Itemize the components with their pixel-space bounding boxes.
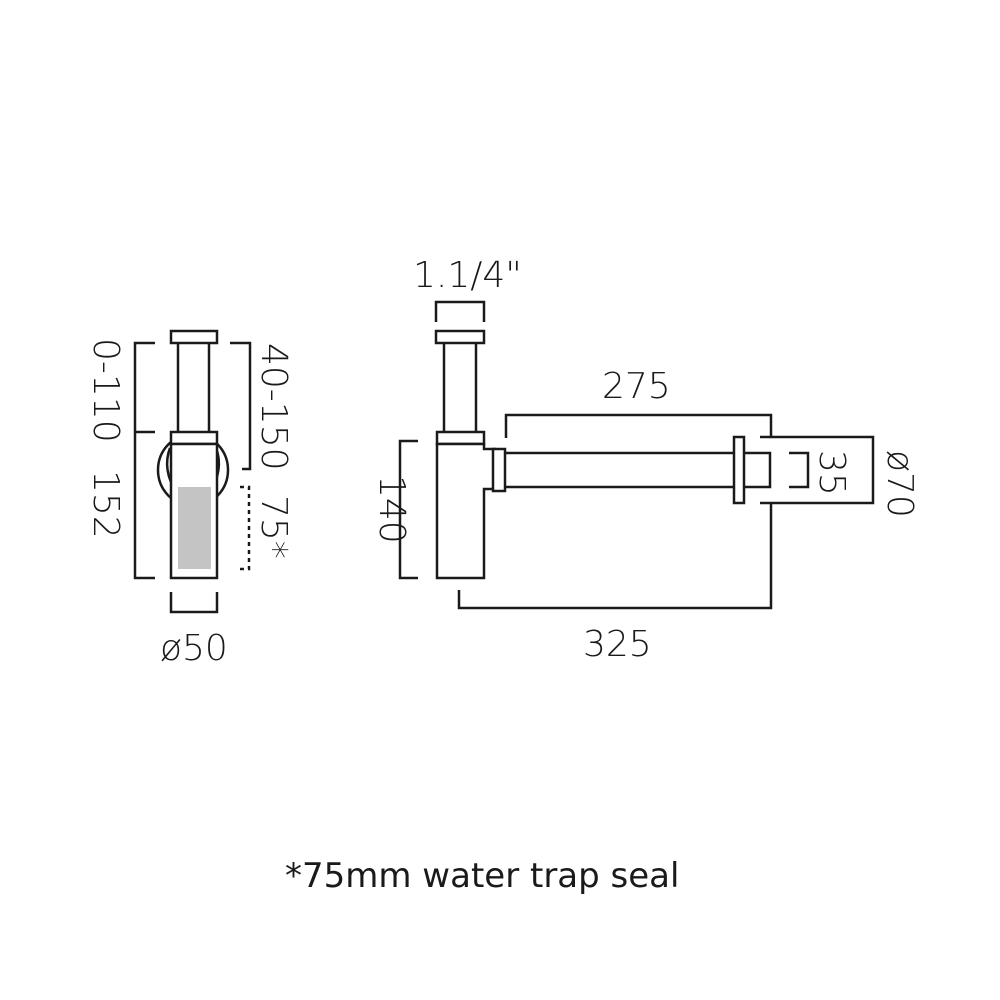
front-view: 1.1/4" 140 275 325 ø70 35 [371, 255, 920, 665]
dim-35: 35 [811, 450, 852, 496]
front-body [435, 442, 497, 580]
dim-75: 75* [253, 495, 294, 559]
dim-0-110: 0-110 [85, 338, 126, 443]
dim-diameter-50: ø50 [160, 628, 228, 669]
dim-40-150: 40-150 [253, 343, 294, 471]
dim-325: 325 [583, 624, 652, 665]
dim-275: 275 [602, 366, 671, 407]
dim-140: 140 [371, 475, 412, 544]
side-view: 0-110 152 40-150 75* ø50 [85, 329, 294, 669]
front-collar [435, 430, 486, 446]
side-collar [169, 430, 219, 446]
water-seal-fill [178, 487, 211, 569]
front-top-cap [434, 329, 486, 345]
outlet-nut [491, 447, 507, 493]
wall-flange [732, 435, 746, 505]
dim-152: 152 [85, 470, 126, 539]
side-top-cap [169, 329, 219, 345]
footnote: *75mm water trap seal [285, 856, 679, 896]
dim-inlet: 1.1/4" [413, 255, 522, 296]
dim-diameter-70: ø70 [879, 450, 920, 518]
